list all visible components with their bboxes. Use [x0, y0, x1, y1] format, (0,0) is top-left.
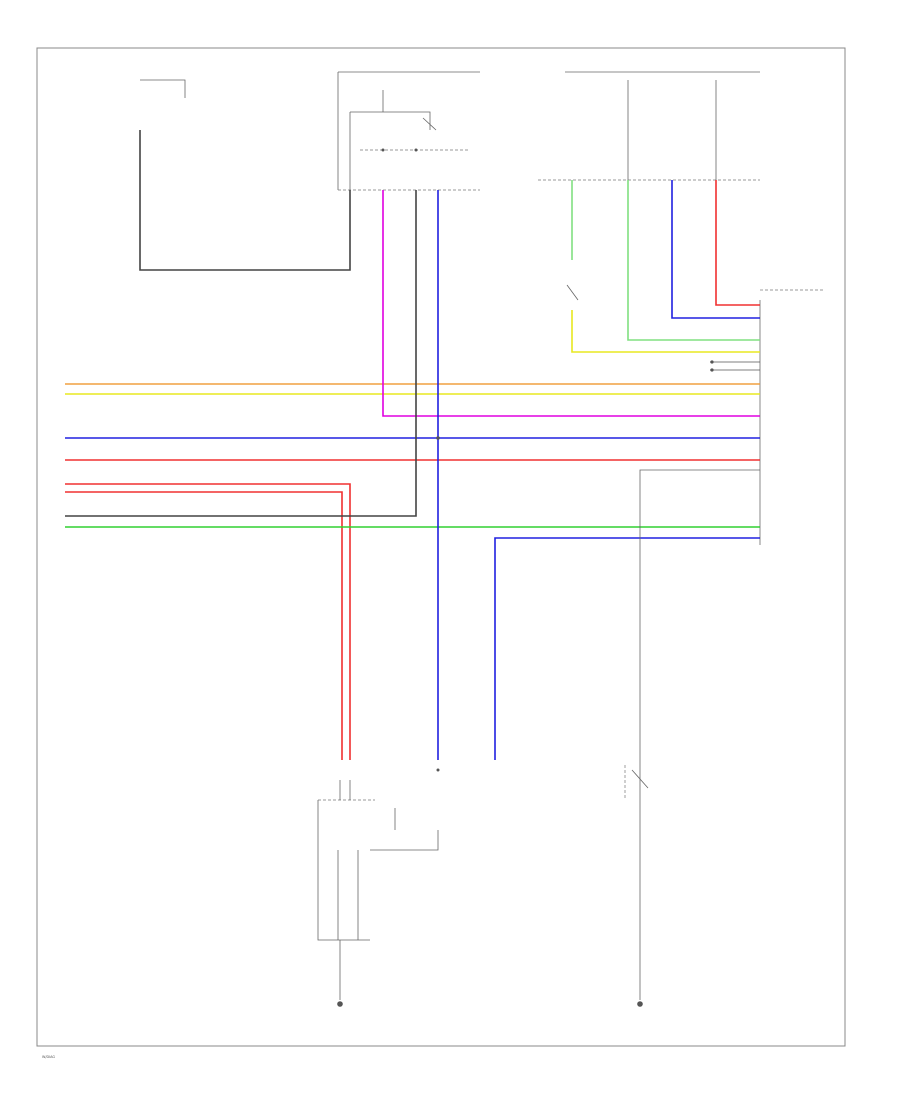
- wire-pink-main: [382, 190, 760, 417]
- switch-contact-icon: [422, 117, 437, 131]
- ground-symbol-icon: [637, 1001, 643, 1007]
- wire-lightgreen-fuse: [627, 180, 760, 341]
- wire-red-drop-2: [65, 491, 343, 760]
- ground-symbol-icon: [337, 1001, 343, 1007]
- terminal-point: [436, 768, 440, 772]
- wire-yellow-fuse: [571, 310, 760, 353]
- relay-block: [337, 71, 480, 191]
- fuse-feed-left: [140, 79, 186, 98]
- wire-red-fuse: [715, 180, 760, 306]
- wire-gray-loop: [139, 130, 351, 271]
- diagram-border: [36, 47, 846, 1047]
- splice-point: [436, 436, 440, 440]
- wire-blue-lower: [494, 537, 760, 760]
- wire-gray-return: [65, 190, 417, 517]
- diagram-code: W/DIAG: [42, 1055, 55, 1059]
- fuse-symbol-icon: [566, 284, 579, 301]
- lower-left-switch: [317, 780, 439, 1000]
- wire-blue-fuse: [671, 180, 760, 319]
- wire-red-drop-1: [65, 483, 351, 760]
- lower-right-sensor: [624, 765, 649, 800]
- wire-gray-right-drop: [639, 469, 760, 1000]
